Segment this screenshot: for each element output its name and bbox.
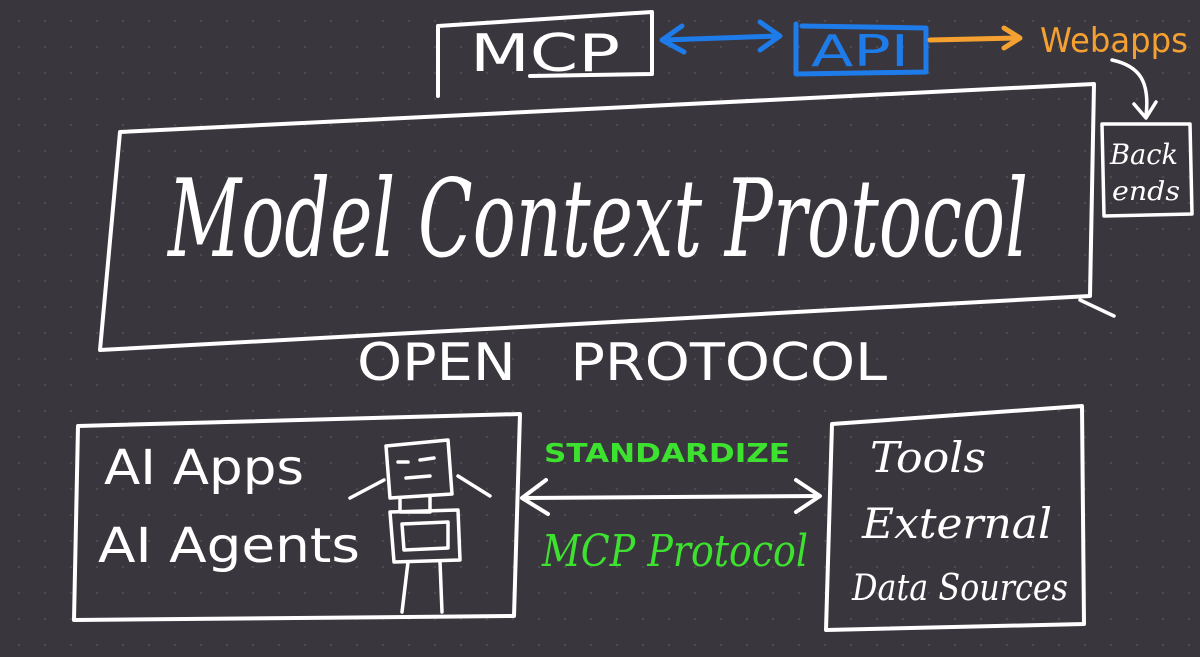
webapps-backends-arrow <box>1110 58 1158 120</box>
ai-apps-box-outline <box>72 412 522 622</box>
mcp-box-outline <box>436 10 654 98</box>
external-label: External <box>861 499 1052 548</box>
standardize-arrow-line <box>522 494 820 500</box>
mcp-label: MCP <box>470 24 620 84</box>
robot-panel <box>400 520 450 552</box>
robot-arm-right <box>456 474 492 498</box>
tools-node: Tools External Data Sources <box>824 404 1086 632</box>
standardize-arrowhead-right <box>794 478 822 514</box>
model-context-protocol-node: Model Context Protocol <box>98 82 1116 352</box>
standardize-arrow <box>520 478 822 516</box>
robot-leg-right <box>438 560 444 614</box>
robot-mouth <box>404 474 432 480</box>
standardize-arrowhead-left <box>520 478 550 516</box>
open-protocol-label: OPEN PROTOCOL <box>357 333 887 393</box>
robot-arm-left <box>348 478 386 500</box>
tools-label: Tools <box>870 433 986 482</box>
mcp-main-box-outline <box>98 82 1096 352</box>
webapps-label: Webapps <box>1040 21 1188 61</box>
ai-apps-node: AI Apps AI Agents <box>72 412 522 622</box>
robot-eye-right <box>418 456 436 462</box>
mcp-api-arrowhead-left <box>659 23 687 55</box>
tools-box-outline <box>824 404 1086 632</box>
mcp-main-box-tail <box>1078 298 1116 318</box>
api-webapps-arrow-line <box>927 35 1021 43</box>
api-webapps-arrow <box>927 25 1023 51</box>
robot-leg-left <box>400 560 410 614</box>
mcp-node: MCP <box>436 10 654 98</box>
mcp-protocol-label: MCP Protocol <box>541 526 808 577</box>
mcp-api-arrowhead-right <box>757 19 783 53</box>
backends-node: Back ends <box>1100 122 1194 218</box>
mcp-api-arrow-line <box>661 33 781 43</box>
api-webapps-arrowhead <box>1001 25 1023 51</box>
backends-label-line2: ends <box>1112 177 1180 207</box>
webapps-backends-arrowhead <box>1132 100 1158 120</box>
robot-body <box>388 508 462 564</box>
webapps-backends-arrow-line <box>1110 58 1149 118</box>
backends-label-line1: Back <box>1109 138 1178 171</box>
robot-head <box>384 438 454 500</box>
backends-box-outline <box>1100 122 1194 218</box>
data-sources-label: Data Sources <box>851 568 1068 609</box>
api-box-outline <box>793 21 929 77</box>
api-label: API <box>811 26 909 77</box>
main-title: Model Context Protocol <box>167 157 1028 282</box>
ai-apps-label: AI Apps <box>104 440 304 496</box>
mcp-api-arrow <box>659 19 783 55</box>
robot-icon <box>348 438 492 614</box>
standardize-label: STANDARDIZE <box>544 439 790 469</box>
api-node: API <box>793 21 929 77</box>
ai-agents-label: AI Agents <box>98 518 360 574</box>
